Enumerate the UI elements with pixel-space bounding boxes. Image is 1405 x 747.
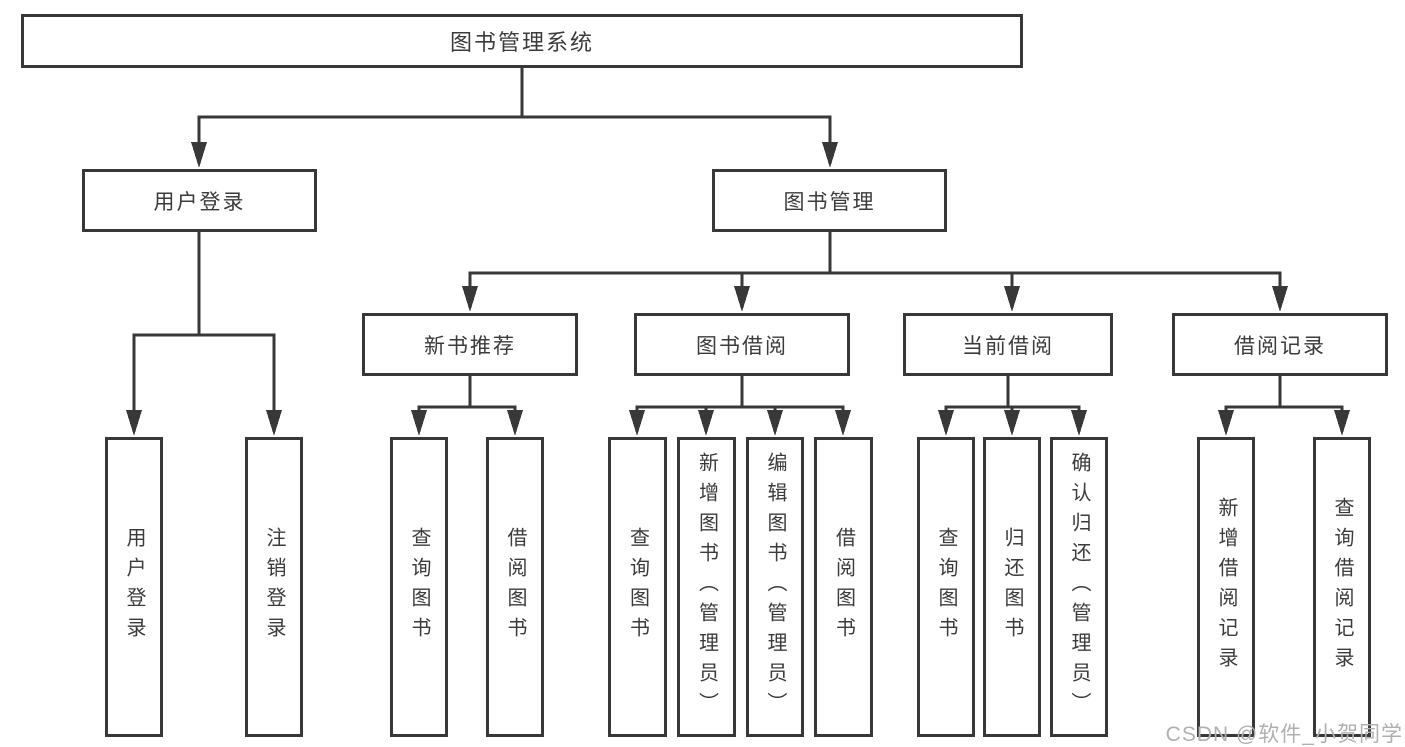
leaf-query-books-new: 查询图书 — [390, 437, 448, 737]
leaf-add-books-admin-label: 新增图书（管理员） — [695, 452, 718, 722]
leaf-logout-label: 注销登录 — [263, 527, 285, 647]
node-book-borrow-label: 图书借阅 — [696, 334, 788, 358]
leaf-query-books-current: 查询图书 — [917, 437, 975, 737]
leaf-borrow-books-new: 借阅图书 — [486, 437, 544, 737]
leaf-borrow-books-new-label: 借阅图书 — [504, 527, 526, 647]
leaf-borrow-books-borrow: 借阅图书 — [814, 437, 873, 737]
node-root: 图书管理系统 — [21, 14, 1023, 68]
leaf-query-books-new-label: 查询图书 — [408, 527, 430, 647]
node-root-label: 图书管理系统 — [449, 30, 594, 55]
leaf-return-books-label: 归还图书 — [1001, 527, 1023, 647]
node-new-book-recommend-label: 新书推荐 — [424, 334, 516, 358]
leaf-add-borrow-record-label: 新增借阅记录 — [1215, 497, 1237, 677]
leaf-user-login: 用户登录 — [105, 437, 163, 737]
leaf-confirm-return-admin-label: 确认归还（管理员） — [1068, 452, 1090, 722]
node-current-borrow: 当前借阅 — [903, 313, 1113, 376]
node-borrow-records: 借阅记录 — [1172, 313, 1388, 376]
leaf-user-login-label: 用户登录 — [123, 527, 145, 647]
node-user-login-label: 用户登录 — [153, 190, 246, 214]
leaf-query-borrow-record-label: 查询借阅记录 — [1331, 497, 1353, 677]
node-borrow-records-label: 借阅记录 — [1234, 334, 1326, 358]
node-book-borrow: 图书借阅 — [634, 313, 850, 376]
leaf-confirm-return-admin: 确认归还（管理员） — [1050, 437, 1108, 737]
arrowheads — [126, 142, 1350, 436]
node-book-management: 图书管理 — [712, 169, 947, 232]
leaf-query-borrow-record: 查询借阅记录 — [1313, 437, 1371, 737]
leaf-edit-books-admin: 编辑图书（管理员） — [746, 437, 804, 737]
node-book-management-label: 图书管理 — [783, 190, 876, 214]
leaf-return-books: 归还图书 — [983, 437, 1041, 737]
node-new-book-recommend: 新书推荐 — [362, 313, 578, 376]
csdn-watermark: CSDN @软件_小贺同学 — [1165, 723, 1403, 746]
leaf-borrow-books-borrow-label: 借阅图书 — [832, 527, 855, 647]
leaf-query-books-borrow: 查询图书 — [608, 437, 667, 737]
node-current-borrow-label: 当前借阅 — [962, 334, 1054, 358]
leaf-query-books-current-label: 查询图书 — [935, 527, 957, 647]
leaf-add-books-admin: 新增图书（管理员） — [677, 437, 736, 737]
leaf-edit-books-admin-label: 编辑图书（管理员） — [764, 452, 786, 722]
leaf-add-borrow-record: 新增借阅记录 — [1197, 437, 1255, 737]
node-user-login: 用户登录 — [82, 169, 317, 232]
leaf-logout: 注销登录 — [245, 437, 303, 737]
leaf-query-books-borrow-label: 查询图书 — [626, 527, 649, 647]
